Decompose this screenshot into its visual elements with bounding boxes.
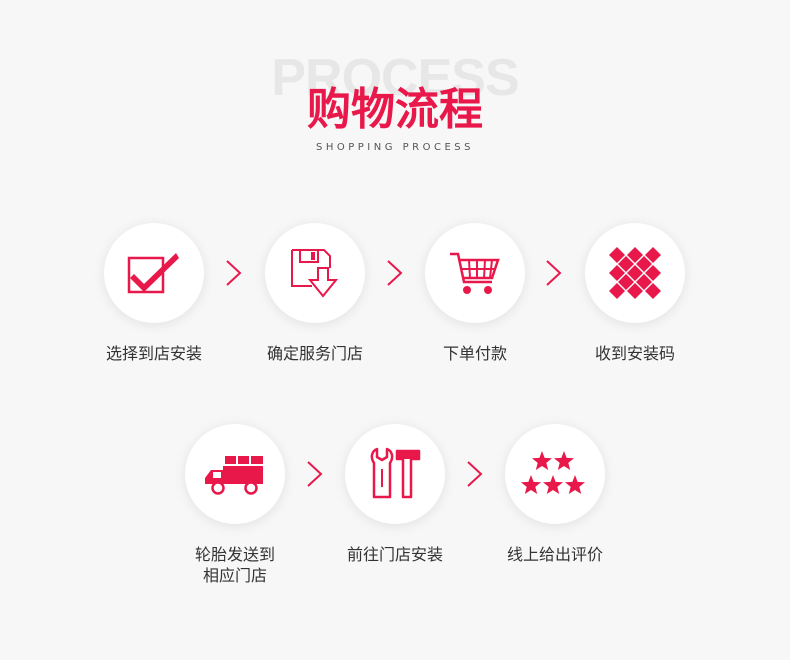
step-go-to-store: 前往门店安装 — [335, 424, 455, 565]
step-label: 前往门店安装 — [346, 545, 443, 564]
stars-icon — [521, 451, 585, 494]
step-circle — [425, 223, 525, 323]
step-circle — [505, 424, 605, 524]
truck-icon — [205, 456, 263, 495]
step-tire-delivery: 轮胎发送到 相应门店 — [175, 424, 295, 586]
tools-icon — [370, 447, 421, 499]
step-label: 收到安装码 — [594, 344, 675, 363]
step-circle — [585, 223, 685, 323]
page-subtitle: SHOPPING PROCESS — [315, 142, 474, 153]
diamond-grid-icon — [609, 247, 661, 299]
step-label: 选择到店安装 — [105, 344, 202, 363]
step-receive-code: 收到安装码 — [575, 223, 695, 364]
step-circle — [104, 223, 204, 323]
chevron-right-icon — [546, 260, 562, 286]
page-title: 购物流程 — [307, 84, 483, 135]
step-circle — [345, 424, 445, 524]
header-background-word: PROCESS — [271, 49, 519, 107]
checkbox-check-icon — [127, 253, 179, 294]
step-label: 轮胎发送到 相应门店 — [175, 544, 295, 586]
chevron-right-icon — [226, 260, 242, 286]
step-circle — [185, 424, 285, 524]
step-label: 确定服务门店 — [266, 344, 363, 363]
shopping-cart-icon — [450, 252, 500, 294]
step-label: 线上给出评价 — [506, 545, 603, 564]
chevron-right-icon — [307, 461, 323, 487]
step-online-review: 线上给出评价 — [495, 424, 615, 565]
save-download-icon — [291, 249, 339, 298]
step-label: 下单付款 — [442, 344, 507, 363]
step-label-line-1: 轮胎发送到 — [194, 545, 275, 564]
step-order-pay: 下单付款 — [415, 223, 535, 364]
step-circle — [265, 223, 365, 323]
chevron-right-icon — [467, 461, 483, 487]
step-label-line-2: 相应门店 — [202, 566, 267, 585]
step-choose-store: 确定服务门店 — [255, 223, 375, 364]
chevron-right-icon — [387, 260, 403, 286]
step-select-install: 选择到店安装 — [94, 223, 214, 364]
